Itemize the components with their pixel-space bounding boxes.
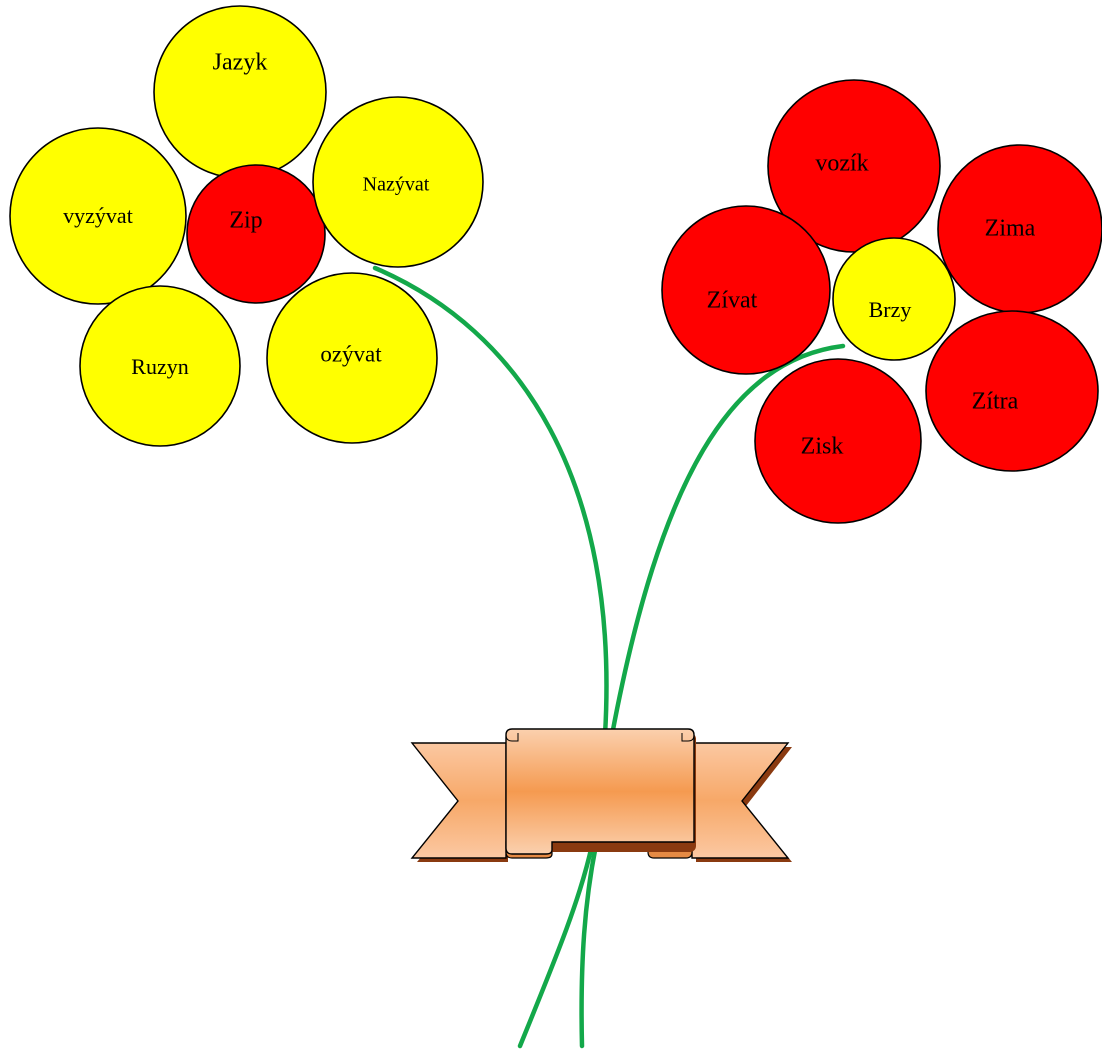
left-flower-stem xyxy=(372,265,609,738)
left-petal-label-1: Jazyk xyxy=(213,50,268,76)
ribbon-left-tail xyxy=(410,742,507,859)
lower-stem-right xyxy=(579,842,599,1049)
right-petal-zitra xyxy=(925,310,1099,472)
left-petal-jazyk xyxy=(153,5,327,179)
right-petal-label-2: Zima xyxy=(985,216,1036,242)
left-petal-ruzyn xyxy=(79,285,241,447)
right-petal-zivat xyxy=(661,205,831,375)
right-petal-label-4: Zisk xyxy=(801,434,844,460)
right-petal-zisk xyxy=(754,358,922,524)
ribbon-curl-right xyxy=(681,728,695,742)
left-petal-label-3: ozývat xyxy=(320,341,382,366)
ribbon-main-band xyxy=(505,728,695,855)
ribbon-curl-left xyxy=(505,728,519,742)
right-center-label: Brzy xyxy=(869,297,912,322)
left-petal-label-2: Nazývat xyxy=(363,174,430,196)
lower-stem-left xyxy=(517,842,595,1049)
right-petal-label-1: vozík xyxy=(815,151,868,177)
ribbon-right-tail xyxy=(691,742,790,859)
ribbon-banner xyxy=(410,728,792,862)
right-petal-label-5: Zívat xyxy=(707,288,758,314)
right-flower: vozík Zima Zítra Zisk Zívat Brzy xyxy=(661,79,1102,524)
left-petal-label-5: vyzývat xyxy=(63,203,133,228)
left-petal-ozyvat xyxy=(266,272,438,444)
left-center-label: Zip xyxy=(229,208,262,234)
right-flower-center xyxy=(832,237,956,361)
right-petal-label-3: Zítra xyxy=(972,389,1019,415)
left-petal-nazyvat xyxy=(312,96,484,268)
right-flower-stem xyxy=(609,343,846,738)
left-flower: Jazyk Nazývat ozývat Ruzyn vyzývat Zip xyxy=(9,5,484,447)
left-petal-label-4: Ruzyn xyxy=(131,354,188,379)
left-flower-center xyxy=(186,164,326,304)
left-petal-vyzyvat xyxy=(9,127,187,305)
